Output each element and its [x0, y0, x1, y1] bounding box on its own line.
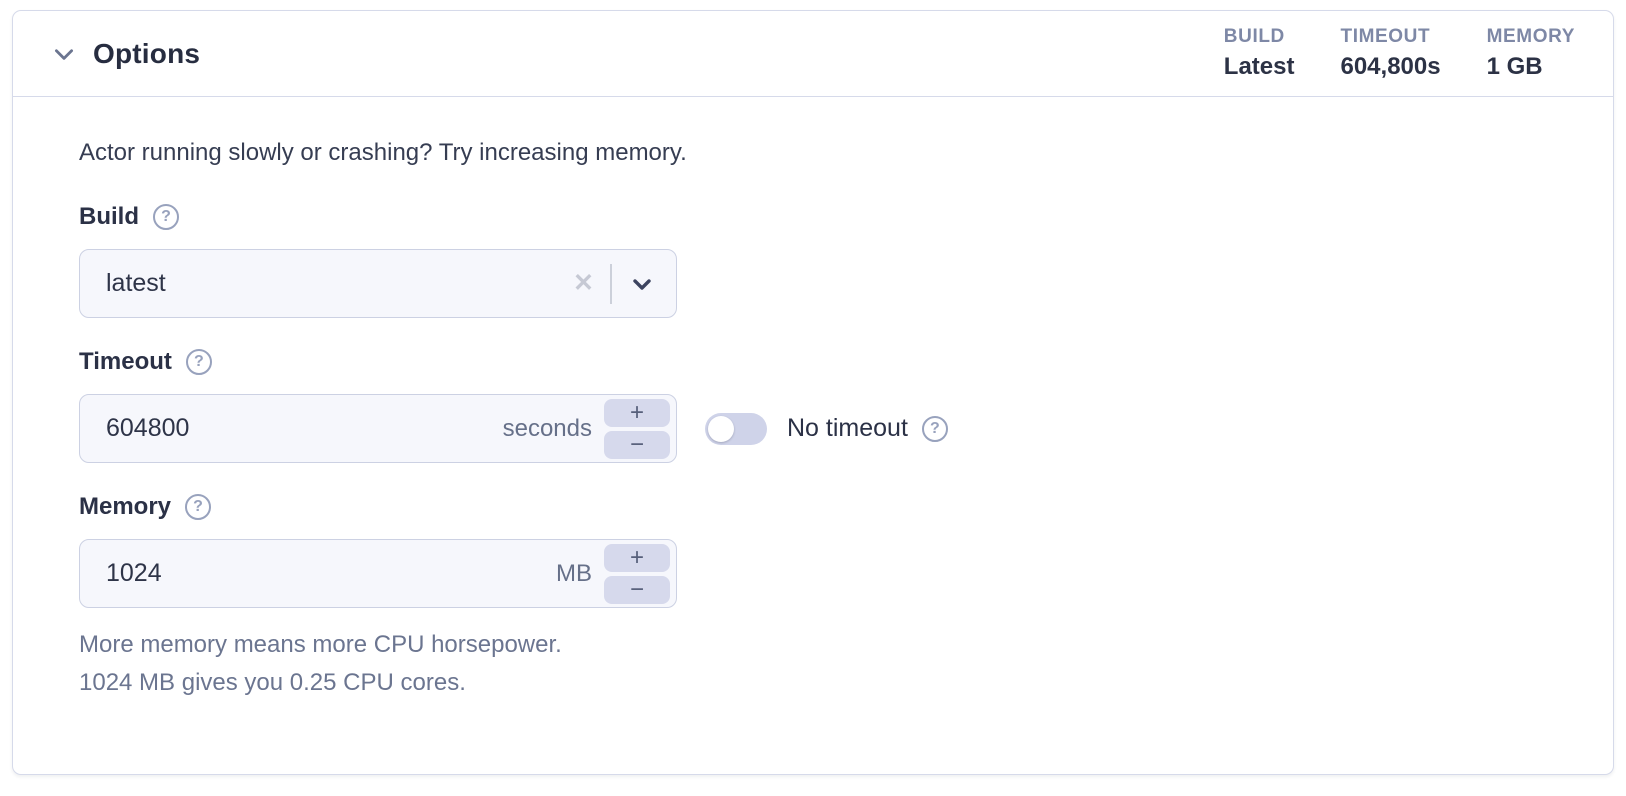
options-header: Options BUILD Latest TIMEOUT 604,800s ME…: [13, 11, 1613, 97]
memory-label: Memory: [79, 493, 172, 520]
timeout-decrement-button[interactable]: −: [604, 430, 670, 459]
timeout-stepper: + −: [604, 398, 670, 459]
intro-text: Actor running slowly or crashing? Try in…: [79, 139, 687, 166]
timeout-unit: seconds: [502, 414, 592, 442]
no-timeout-help-icon[interactable]: ?: [921, 415, 948, 442]
summary-memory: MEMORY 1 GB: [1487, 26, 1575, 81]
build-select-input[interactable]: [106, 269, 566, 298]
no-timeout-label: No timeout: [787, 414, 908, 442]
summary-build: BUILD Latest: [1224, 26, 1295, 81]
summary-timeout-label: TIMEOUT: [1340, 26, 1431, 47]
memory-unit: MB: [556, 559, 592, 587]
timeout-input[interactable]: [106, 414, 503, 443]
memory-help-icon[interactable]: ?: [185, 494, 212, 520]
memory-decrement-button[interactable]: −: [604, 575, 670, 604]
summary-timeout-value: 604,800s: [1340, 53, 1441, 80]
summary-memory-value: 1 GB: [1486, 53, 1543, 80]
summary-memory-label: MEMORY: [1486, 26, 1575, 47]
memory-stepper: + −: [604, 543, 670, 604]
build-label: Build: [79, 203, 139, 230]
toggle-knob: [708, 415, 734, 442]
build-dropdown-chevron-icon[interactable]: [612, 272, 670, 296]
summary-timeout: TIMEOUT 604,800s: [1340, 26, 1440, 81]
memory-input-box: MB + −: [79, 539, 677, 608]
memory-helper-line-1: More memory means more CPU horsepower.: [79, 631, 562, 658]
memory-increment-button[interactable]: +: [604, 543, 670, 572]
memory-helper-line-2: 1024 MB gives you 0.25 CPU cores.: [79, 669, 466, 696]
summary-build-label: BUILD: [1223, 26, 1285, 47]
build-clear-icon[interactable]: ✕: [565, 271, 610, 296]
options-body: Actor running slowly or crashing? Try in…: [13, 97, 1613, 702]
no-timeout-toggle[interactable]: [705, 412, 767, 445]
memory-field-group: Memory ? MB + − More memory means more C…: [79, 493, 1573, 702]
build-help-icon[interactable]: ?: [153, 204, 179, 230]
summary-build-value: Latest: [1223, 53, 1295, 80]
timeout-increment-button[interactable]: +: [604, 398, 670, 427]
timeout-input-box: seconds + −: [79, 394, 677, 463]
memory-input[interactable]: [106, 559, 556, 588]
collapse-chevron-icon[interactable]: [49, 39, 79, 69]
timeout-field-group: Timeout ? seconds + − No timeout ?: [79, 348, 1573, 463]
memory-helper-text: More memory means more CPU horsepower. 1…: [79, 626, 1573, 702]
build-field-group: Build ? ✕: [79, 203, 1573, 318]
header-summary: BUILD Latest TIMEOUT 604,800s MEMORY 1 G…: [1224, 26, 1575, 81]
timeout-help-icon[interactable]: ?: [185, 349, 212, 375]
timeout-label: Timeout: [79, 348, 172, 375]
build-select[interactable]: ✕: [79, 249, 677, 318]
options-panel: Options BUILD Latest TIMEOUT 604,800s ME…: [12, 10, 1614, 775]
panel-title: Options: [93, 37, 201, 69]
select-divider: [610, 263, 612, 304]
